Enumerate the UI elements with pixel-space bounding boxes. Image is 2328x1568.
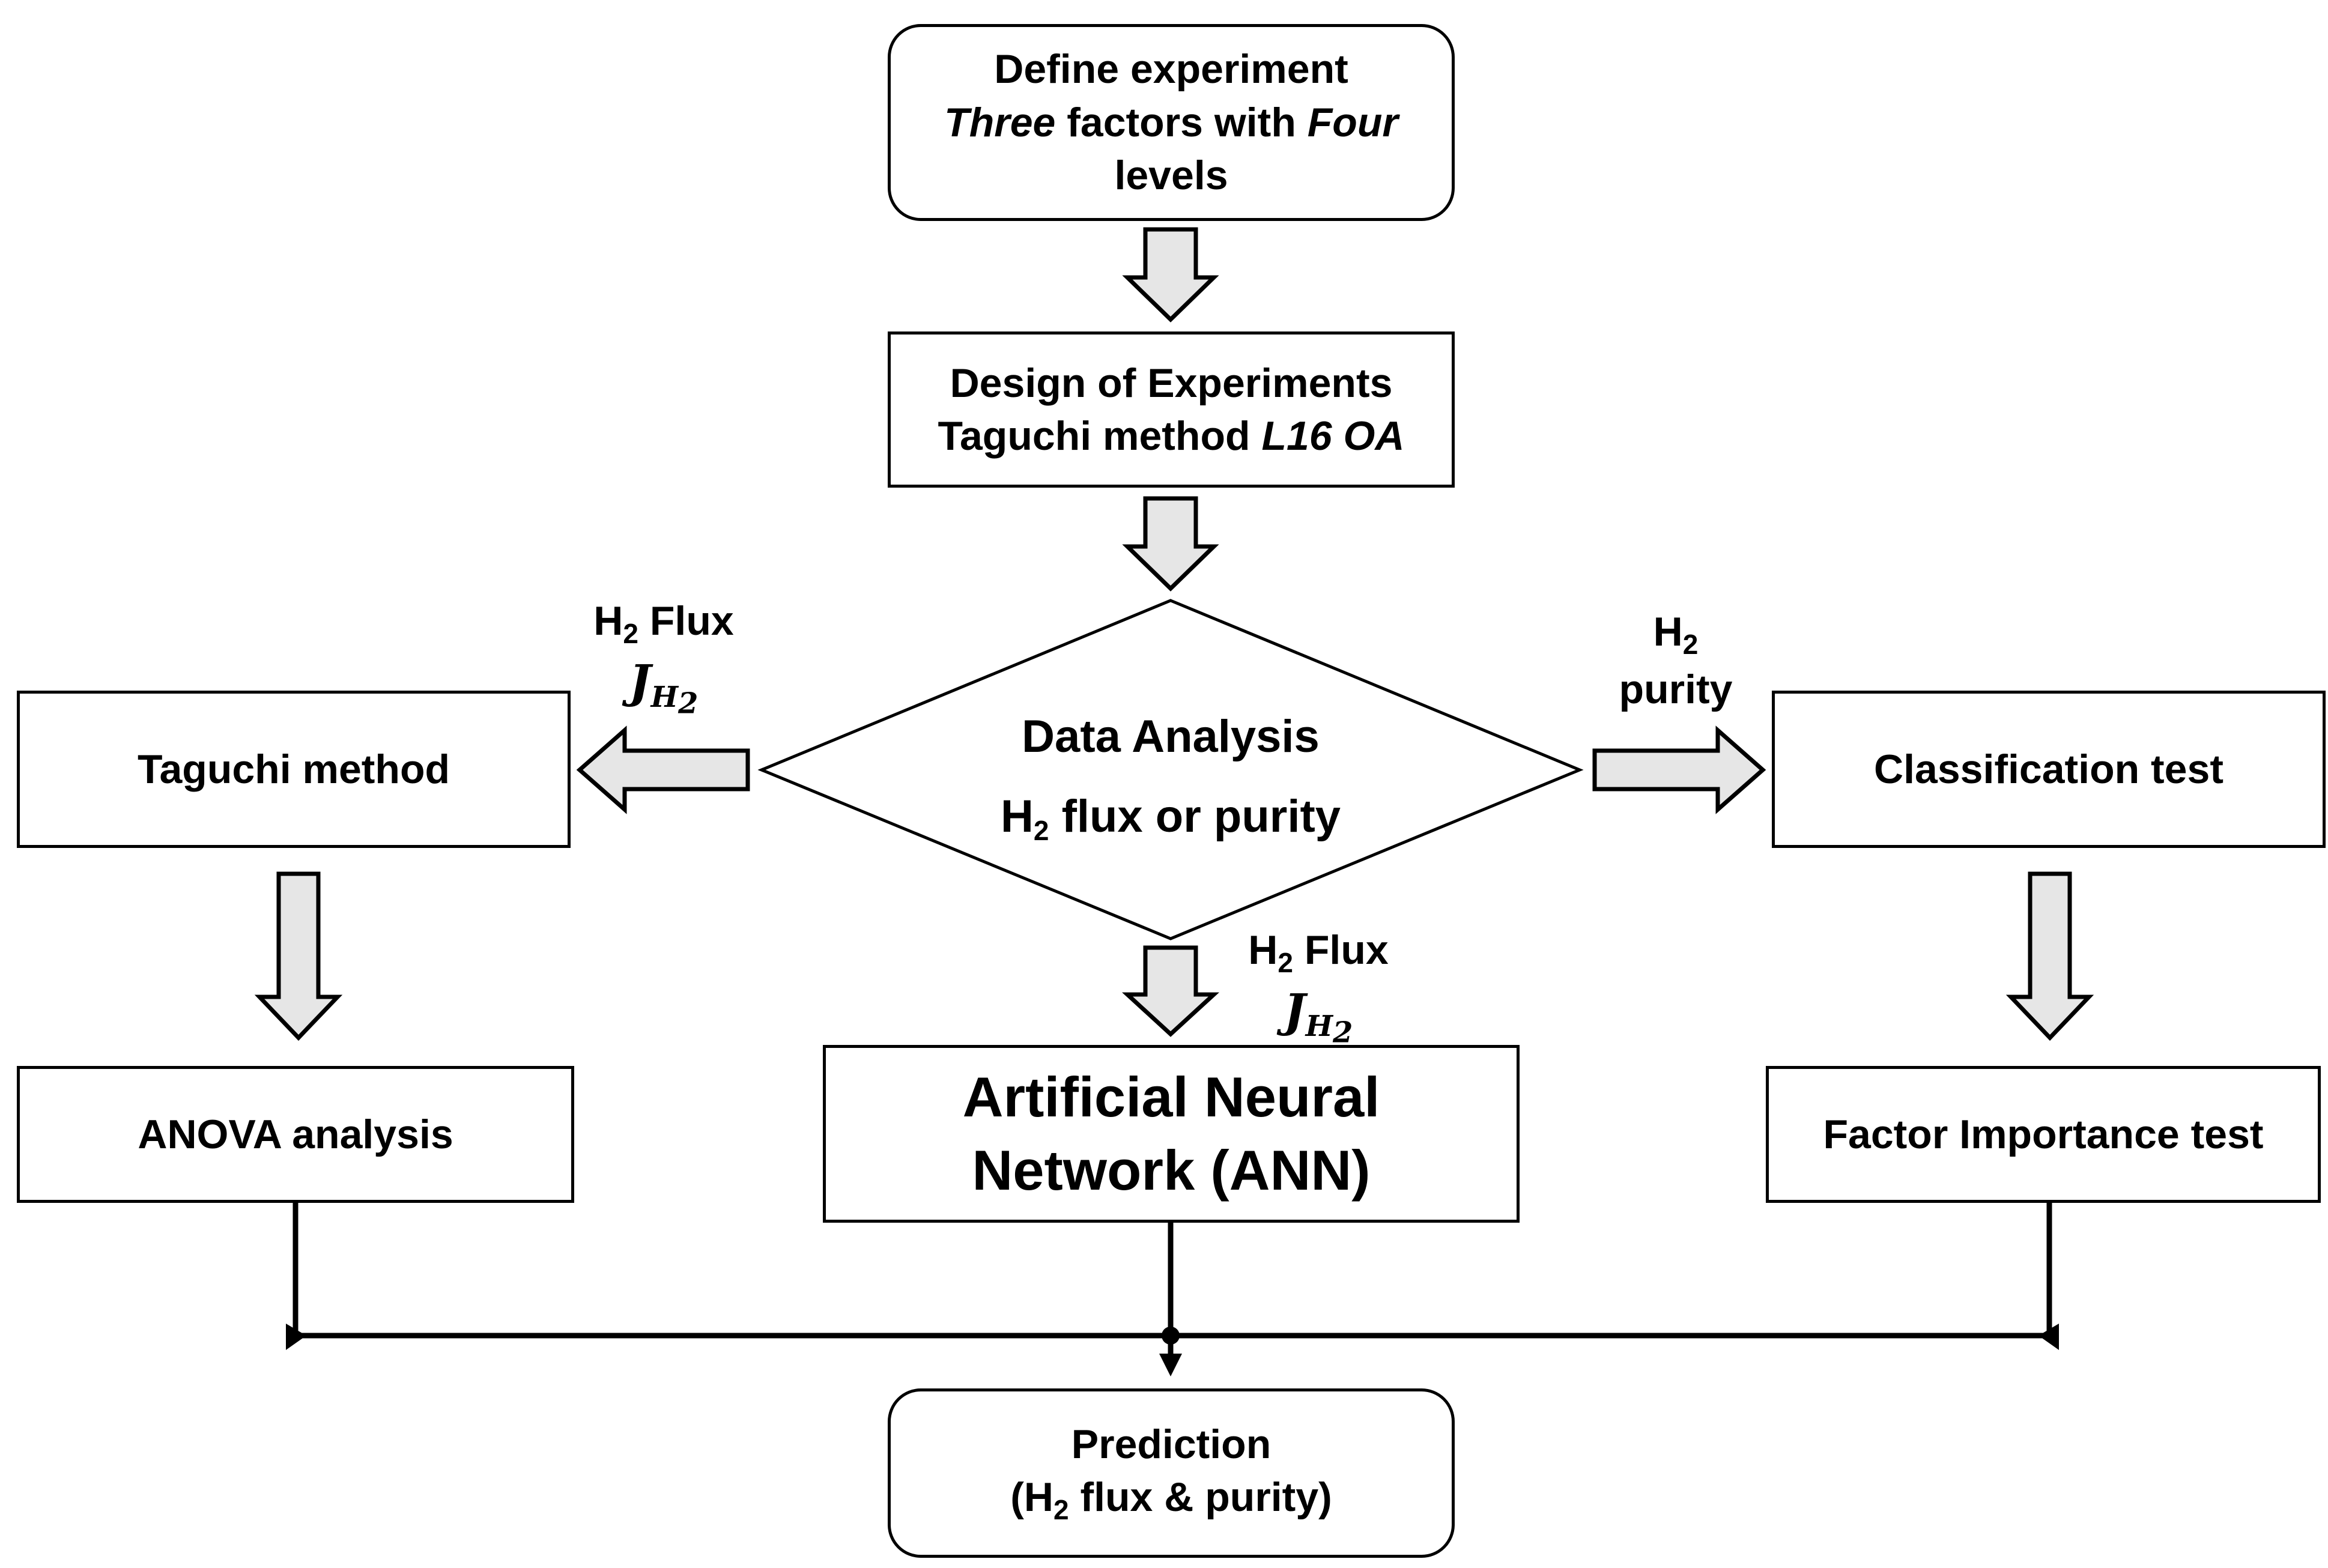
taguchi-label: Taguchi method xyxy=(137,746,450,792)
classification-label: Classification test xyxy=(1874,746,2223,792)
edge-left-symbol: JH2 xyxy=(629,654,699,721)
ann-line-1: Artificial Neural xyxy=(962,1065,1380,1128)
arrow-define-to-doe xyxy=(1122,227,1219,322)
factor-label: Factor Importance test xyxy=(1823,1111,2264,1157)
arrow-doe-to-analysis xyxy=(1122,496,1219,592)
define-line-3: levels xyxy=(1114,153,1228,199)
define-line-1: Define experiment xyxy=(994,46,1348,92)
edge-down-symbol: JH2 xyxy=(1284,983,1353,1050)
edge-label-down: H2 Flux JH2 xyxy=(1231,924,1405,1052)
edge-down-line-1: H2 Flux xyxy=(1248,927,1389,978)
prediction-box: Prediction (H2 flux & purity) xyxy=(888,1388,1455,1558)
doe-em: L16 OA xyxy=(1261,413,1405,459)
define-em-three: Three xyxy=(944,99,1056,145)
analysis-line-2: H2 flux or purity xyxy=(1000,791,1341,846)
arrow-classification-to-factor xyxy=(2005,871,2094,1041)
ann-box: Artificial Neural Network (ANN) xyxy=(823,1045,1520,1223)
connector-right-end xyxy=(2039,1324,2059,1350)
define-mid: factors with xyxy=(1055,99,1308,145)
doe-line-2-pre: Taguchi method xyxy=(938,413,1262,459)
edge-left-line-1: H2 Flux xyxy=(593,598,734,649)
doe-line-2: Taguchi method L16 OA xyxy=(938,410,1404,462)
ann-line-2: Network (ANN) xyxy=(972,1139,1371,1202)
prediction-line-2: (H2 flux & purity) xyxy=(1010,1474,1332,1526)
edge-right-line-2: purity xyxy=(1619,666,1733,712)
arrow-analysis-to-taguchi xyxy=(576,725,750,814)
arrow-analysis-to-classification xyxy=(1592,725,1766,814)
anova-label: ANOVA analysis xyxy=(138,1111,453,1157)
design-of-experiments-box: Design of Experiments Taguchi method L16… xyxy=(888,331,1455,488)
arrow-taguchi-to-anova xyxy=(254,871,343,1041)
classification-test-box: Classification test xyxy=(1772,691,2326,848)
arrow-analysis-to-ann xyxy=(1122,945,1219,1037)
define-experiment-box: Define experiment Three factors with Fou… xyxy=(888,24,1455,221)
analysis-line-1: Data Analysis xyxy=(1022,711,1320,762)
factor-importance-box: Factor Importance test xyxy=(1766,1066,2321,1203)
data-analysis-text: Data Analysis H2 flux or purity xyxy=(870,697,1471,856)
prediction-arrowhead xyxy=(1159,1354,1182,1376)
edge-right-line-1: H2 xyxy=(1653,609,1699,660)
edge-label-left: H2 Flux JH2 xyxy=(577,595,751,722)
edge-label-right: H2 purity xyxy=(1598,605,1754,716)
prediction-line-1: Prediction xyxy=(1071,1421,1272,1467)
define-line-2: Three factors with Four xyxy=(944,96,1398,149)
doe-line-1: Design of Experiments xyxy=(950,360,1393,406)
define-em-four: Four xyxy=(1307,99,1398,145)
anova-analysis-box: ANOVA analysis xyxy=(17,1066,574,1203)
connector-left-end xyxy=(286,1324,306,1350)
taguchi-method-box: Taguchi method xyxy=(17,691,571,848)
data-analysis-diamond xyxy=(757,599,1584,940)
